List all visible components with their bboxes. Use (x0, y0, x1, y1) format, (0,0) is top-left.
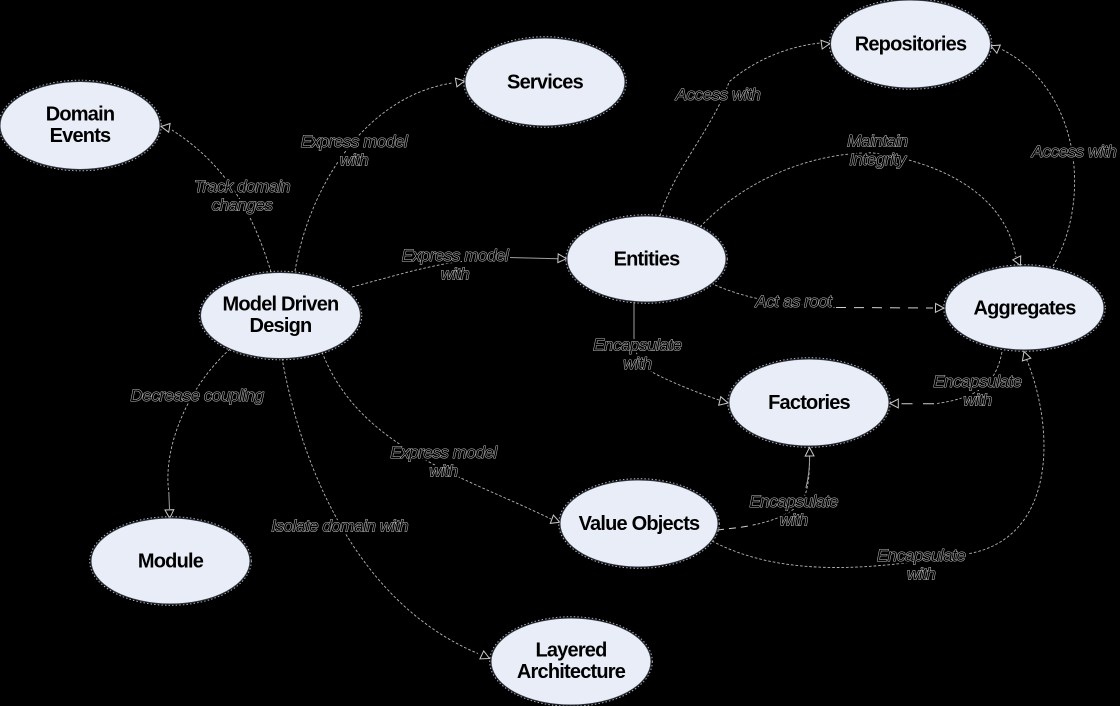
svg-text:Access with: Access with (675, 85, 761, 104)
svg-text:with: with (963, 391, 991, 410)
svg-text:Encapsulate: Encapsulate (593, 336, 682, 355)
svg-text:Act as root: Act as root (754, 292, 833, 311)
svg-text:Access with: Access with (1031, 142, 1117, 161)
svg-text:Isolate domain with: Isolate domain with (271, 517, 408, 536)
svg-text:Encapsulate: Encapsulate (749, 492, 838, 511)
svg-text:Factories: Factories (768, 392, 850, 414)
svg-text:with: with (779, 511, 807, 530)
svg-text:Integrity: Integrity (849, 150, 907, 169)
svg-text:with: with (963, 391, 991, 410)
svg-text:with: with (340, 151, 368, 170)
svg-text:with: with (907, 564, 935, 583)
svg-text:Layered: Layered (535, 639, 606, 661)
svg-text:Express model: Express model (402, 246, 510, 265)
svg-text:with: with (907, 564, 935, 583)
svg-text:Domain: Domain (46, 103, 115, 125)
svg-text:Events: Events (50, 125, 111, 147)
svg-text:Encapsulate: Encapsulate (593, 336, 682, 355)
svg-text:Value Objects: Value Objects (579, 513, 700, 535)
svg-text:Isolate domain with: Isolate domain with (271, 517, 408, 536)
svg-text:Maintain: Maintain (847, 132, 908, 151)
svg-text:Architecture: Architecture (517, 661, 626, 683)
svg-text:with: with (441, 265, 469, 284)
svg-text:Track domain: Track domain (194, 177, 290, 196)
svg-text:Entities: Entities (614, 248, 681, 270)
svg-text:Express model: Express model (390, 443, 498, 462)
svg-text:Encapsulate: Encapsulate (933, 372, 1022, 391)
svg-text:Encapsulate: Encapsulate (749, 492, 838, 511)
svg-text:Access with: Access with (1031, 142, 1117, 161)
svg-text:Express model: Express model (301, 132, 409, 151)
svg-text:Aggregates: Aggregates (973, 297, 1076, 319)
svg-text:with: with (429, 462, 457, 481)
svg-text:Module: Module (138, 550, 204, 572)
svg-text:Access with: Access with (675, 85, 761, 104)
svg-text:Express model: Express model (390, 443, 498, 462)
svg-text:Express model: Express model (301, 132, 409, 151)
svg-text:Encapsulate: Encapsulate (877, 546, 966, 565)
svg-text:Decrease coupling: Decrease coupling (130, 386, 264, 405)
svg-text:Encapsulate: Encapsulate (933, 372, 1022, 391)
svg-text:Express model: Express model (402, 246, 510, 265)
svg-text:Track domain: Track domain (194, 177, 290, 196)
svg-text:Encapsulate: Encapsulate (877, 546, 966, 565)
svg-text:Integrity: Integrity (849, 150, 907, 169)
svg-text:with: with (623, 354, 651, 373)
svg-text:Repositories: Repositories (855, 33, 967, 55)
svg-text:changes: changes (211, 196, 273, 215)
svg-text:with: with (623, 354, 651, 373)
svg-text:with: with (340, 151, 368, 170)
svg-text:changes: changes (211, 196, 273, 215)
svg-text:Services: Services (507, 71, 584, 93)
svg-text:with: with (429, 462, 457, 481)
svg-text:with: with (779, 511, 807, 530)
svg-text:Maintain: Maintain (847, 132, 908, 151)
svg-text:Decrease coupling: Decrease coupling (130, 386, 264, 405)
svg-text:with: with (441, 265, 469, 284)
svg-text:Design: Design (250, 315, 312, 337)
svg-text:Model Driven: Model Driven (223, 293, 339, 315)
svg-text:Act as root: Act as root (754, 292, 833, 311)
